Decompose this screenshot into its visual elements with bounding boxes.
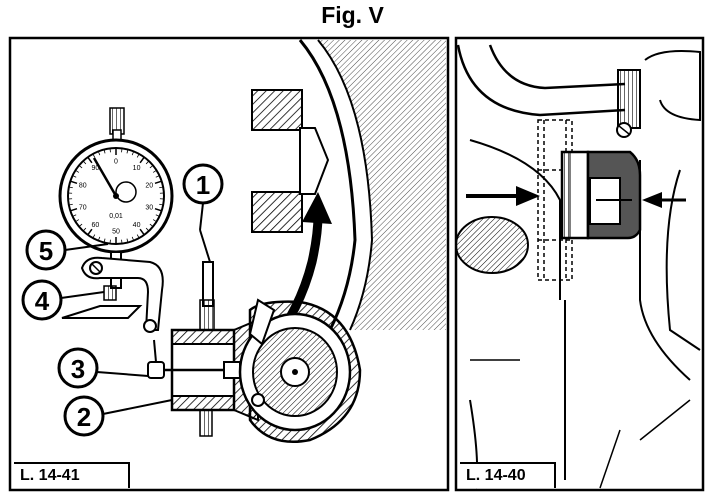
dial-tick [149, 165, 154, 169]
dial-tick [152, 169, 157, 173]
dial-tick [72, 175, 77, 178]
bearing-blocks [251, 89, 330, 233]
dial-tick [75, 169, 80, 173]
dial-tick [97, 236, 101, 241]
dial-tick [155, 214, 160, 217]
dial-tick [72, 214, 77, 217]
holder-foot [61, 305, 143, 319]
svg-text:2: 2 [77, 402, 91, 432]
dial-tick [68, 203, 73, 206]
dial-tick [152, 219, 157, 223]
dial-tick [155, 175, 160, 178]
right-panel [454, 36, 705, 492]
dial-tick [149, 223, 154, 227]
dial-tick [70, 207, 78, 212]
right-panel-label: L. 14-40 [460, 462, 556, 488]
sub-dial [115, 181, 137, 203]
dial-tick [121, 239, 123, 244]
callout-3: 3 [57, 347, 149, 389]
dial-number: 0 [114, 159, 118, 166]
callout-5: 5 [25, 229, 109, 271]
left-panel: 0 10 20 30 40 50 60 70 80 90 0,01 [8, 36, 450, 492]
measure-arrow-right [642, 192, 686, 208]
dial-tick [159, 203, 164, 206]
dial-tick [145, 160, 150, 165]
dial-number: 50 [112, 229, 120, 236]
dial-tick [145, 227, 150, 232]
svg-text:4: 4 [35, 286, 50, 316]
dial-tick [70, 180, 78, 185]
dial-tick [87, 156, 93, 164]
dial-number: 60 [92, 222, 100, 229]
gauge-needle [92, 157, 118, 197]
probe-rod [147, 339, 241, 379]
housing-outline [469, 139, 701, 489]
dial-tick [82, 160, 87, 165]
right-panel-frame [454, 36, 705, 492]
dial-tick [75, 219, 80, 223]
dial-tick [131, 151, 135, 156]
dial-number: 80 [79, 183, 87, 190]
dial-tick [78, 223, 83, 227]
dial-ticks [68, 148, 164, 244]
dial-tick [103, 149, 106, 154]
callout-2: 2 [63, 395, 173, 437]
dial-number: 30 [145, 204, 153, 211]
cover-disc [455, 216, 529, 274]
dial-tick [109, 148, 111, 153]
dial-tick [68, 186, 73, 189]
arm-collar [617, 69, 641, 129]
dial-unit: 0,01 [109, 213, 123, 220]
coupling-block [560, 150, 642, 240]
dial-tick [131, 236, 135, 241]
dial-tick [154, 180, 162, 185]
dial-tick [92, 234, 96, 239]
dial-number: 90 [92, 165, 100, 172]
dial-labels: 0 10 20 30 40 50 60 70 80 90 [79, 159, 153, 236]
dial-tick [139, 156, 145, 164]
dial-gauge: 0 10 20 30 40 50 60 70 80 90 0,01 [58, 107, 174, 289]
dial-tick [78, 165, 83, 169]
dial-tick [126, 149, 129, 154]
figure-title: Fig. V [321, 2, 384, 28]
measure-arrow-left [466, 186, 540, 206]
dial-tick [87, 228, 93, 236]
dial-tick [159, 186, 164, 189]
callout-4: 4 [21, 279, 117, 321]
dial-tick [154, 207, 162, 212]
gauge-holder [61, 256, 164, 333]
housing-wall [298, 39, 446, 331]
support-rod [199, 229, 215, 331]
callout-1: 1 [182, 163, 224, 231]
dial-number: 10 [133, 165, 141, 172]
dial-tick [136, 234, 140, 239]
dial-tick [109, 239, 111, 244]
svg-text:3: 3 [71, 354, 85, 384]
dial-tick [103, 238, 106, 243]
dial-number: 70 [79, 204, 87, 211]
left-panel-frame [8, 36, 450, 492]
rotor-wheel [238, 298, 362, 444]
left-panel-label: L. 14-41 [14, 462, 130, 488]
top-arm [456, 44, 701, 138]
dial-tick [121, 148, 123, 153]
dial-tick [82, 227, 87, 232]
dial-tick [136, 153, 140, 158]
dial-number: 40 [133, 222, 141, 229]
dial-tick [92, 153, 96, 158]
dial-number: 20 [145, 183, 153, 190]
svg-text:1: 1 [196, 170, 210, 200]
dial-tick [139, 228, 145, 236]
dial-tick [126, 238, 129, 243]
dial-tick [97, 151, 101, 156]
svg-text:5: 5 [39, 236, 53, 266]
